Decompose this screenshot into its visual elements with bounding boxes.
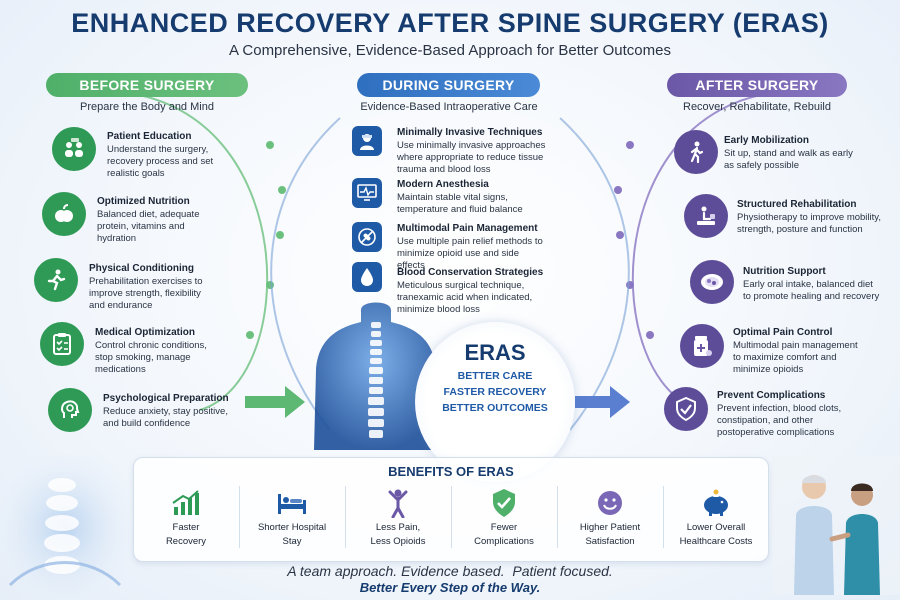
item-title: Optimized Nutrition: [97, 196, 190, 207]
footer-slogan: Better Every Step of the Way.: [359, 580, 541, 595]
apple-icon: [42, 192, 86, 236]
item-title: Early Mobilization: [724, 135, 810, 146]
spine-xray-image: [0, 455, 130, 600]
people-chat-icon: [52, 127, 96, 171]
benefit-faster-recovery: Faster Recovery: [133, 486, 239, 556]
benefit-label-line1: Fewer: [490, 522, 518, 533]
eras-label: ERAS: [464, 340, 526, 365]
item-desc: Balanced diet, adequate protein, vitamin…: [97, 209, 200, 244]
eras-line-outcomes: BETTER OUTCOMES: [442, 402, 548, 414]
before-subheading: Prepare the Body and Mind: [80, 101, 214, 113]
before-heading: BEFORE SURGERY: [46, 73, 248, 97]
bar-chart-up-icon: [133, 486, 239, 520]
shield-check-icon: [664, 387, 708, 431]
item-desc: Maintain stable vital signs, temperature…: [397, 192, 523, 215]
item-title: Minimally Invasive Techniques: [397, 127, 543, 138]
benefit-divider: [557, 486, 558, 548]
walking-person-icon: [674, 130, 718, 174]
eras-line-care: BETTER CARE: [457, 370, 533, 382]
item-title: Patient Education: [107, 131, 192, 142]
benefit-label-line2: Recovery: [165, 536, 207, 547]
heart-monitor-icon: [352, 178, 382, 208]
item-desc: Multimodal pain management to maximize c…: [733, 340, 858, 375]
pill-bottle-icon: [680, 324, 724, 368]
item-title: Psychological Preparation: [103, 393, 229, 404]
during-heading: DURING SURGERY: [357, 73, 540, 97]
benefit-label-line2: Complications: [474, 536, 534, 547]
item-desc: Prevent infection, blood clots, constipa…: [717, 403, 842, 438]
after-heading: AFTER SURGERY: [667, 73, 847, 97]
patient-nurse-image: [772, 455, 900, 595]
piggy-bank-icon: [663, 486, 769, 520]
benefit-label-line1: Faster: [172, 522, 200, 533]
benefit-divider: [451, 486, 452, 548]
benefit-divider: [239, 486, 240, 548]
food-plate-icon: [690, 260, 734, 304]
benefit-divider: [345, 486, 346, 548]
shield-check-icon: [451, 486, 557, 520]
benefit-label-line2: Stay: [282, 536, 302, 547]
item-title: Blood Conservation Strategies: [397, 267, 544, 278]
benefit-label-line1: Higher Patient: [579, 522, 641, 533]
person-arms-up-icon: [345, 486, 451, 520]
blood-drop-icon: [352, 262, 382, 292]
benefits-title: BENEFITS OF ERAS: [388, 464, 514, 479]
item-desc: Physiotherapy to improve mobility, stren…: [737, 212, 881, 235]
benefit-fewer-complications: Fewer Complications: [451, 486, 557, 556]
benefit-label-line2: Healthcare Costs: [679, 536, 753, 547]
item-desc: Early oral intake, balanced diet to prom…: [743, 279, 880, 302]
item-desc: Sit up, stand and walk as early as safel…: [724, 148, 853, 171]
benefit-label-line1: Lower Overall: [686, 522, 746, 533]
benefit-shorter-stay: Shorter Hospital Stay: [239, 486, 345, 556]
benefit-label-line1: Less Pain,: [375, 522, 421, 533]
eras-line-recovery: FASTER RECOVERY: [443, 386, 547, 398]
benefit-satisfaction: Higher Patient Satisfaction: [557, 486, 663, 556]
item-desc: Use minimally invasive approaches where …: [397, 140, 546, 175]
benefit-label-line1: Shorter Hospital: [257, 522, 327, 533]
after-subheading: Recover, Rehabilitate, Rebuild: [683, 101, 831, 113]
eras-circle: [415, 322, 575, 482]
item-desc: Meticulous surgical technique, tranexami…: [397, 280, 533, 315]
item-title: Multimodal Pain Management: [397, 223, 538, 234]
item-title: Medical Optimization: [95, 327, 196, 338]
benefit-label-line2: Satisfaction: [585, 536, 635, 547]
spine-illustration: [314, 302, 438, 450]
during-subheading: Evidence-Based Intraoperative Care: [360, 101, 538, 113]
pills-no-icon: [352, 222, 382, 252]
item-desc: Control chronic conditions, stop smoking…: [95, 340, 207, 375]
item-title: Nutrition Support: [743, 266, 826, 277]
item-title: Structured Rehabilitation: [737, 199, 857, 210]
benefit-less-pain: Less Pain, Less Opioids: [345, 486, 451, 556]
item-desc: Use multiple pain relief methods to mini…: [397, 236, 543, 271]
item-title: Prevent Complications: [717, 390, 826, 401]
surgeon-icon: [352, 126, 382, 156]
page-title: ENHANCED RECOVERY AFTER SPINE SURGERY (E…: [71, 8, 829, 38]
benefit-lower-costs: Lower Overall Healthcare Costs: [663, 486, 769, 556]
hospital-bed-icon: [239, 486, 345, 520]
item-desc: Reduce anxiety, stay positive, and build…: [103, 406, 228, 429]
running-person-icon: [34, 258, 78, 302]
footer-tagline: A team approach. Evidence based. Patient…: [287, 563, 613, 579]
item-title: Modern Anesthesia: [397, 179, 489, 190]
physiotherapy-icon: [684, 194, 728, 238]
item-desc: Understand the surgery, recovery process…: [107, 144, 214, 179]
item-title: Physical Conditioning: [89, 263, 195, 274]
head-brain-icon: [48, 388, 92, 432]
benefit-label-line2: Less Opioids: [370, 536, 426, 547]
benefit-divider: [663, 486, 664, 548]
item-title: Optimal Pain Control: [733, 327, 833, 338]
clipboard-checklist-icon: [40, 322, 84, 366]
page-subtitle: A Comprehensive, Evidence-Based Approach…: [229, 42, 671, 59]
item-desc: Prehabilitation exercises to improve str…: [89, 276, 203, 311]
smiley-face-icon: [557, 486, 663, 520]
